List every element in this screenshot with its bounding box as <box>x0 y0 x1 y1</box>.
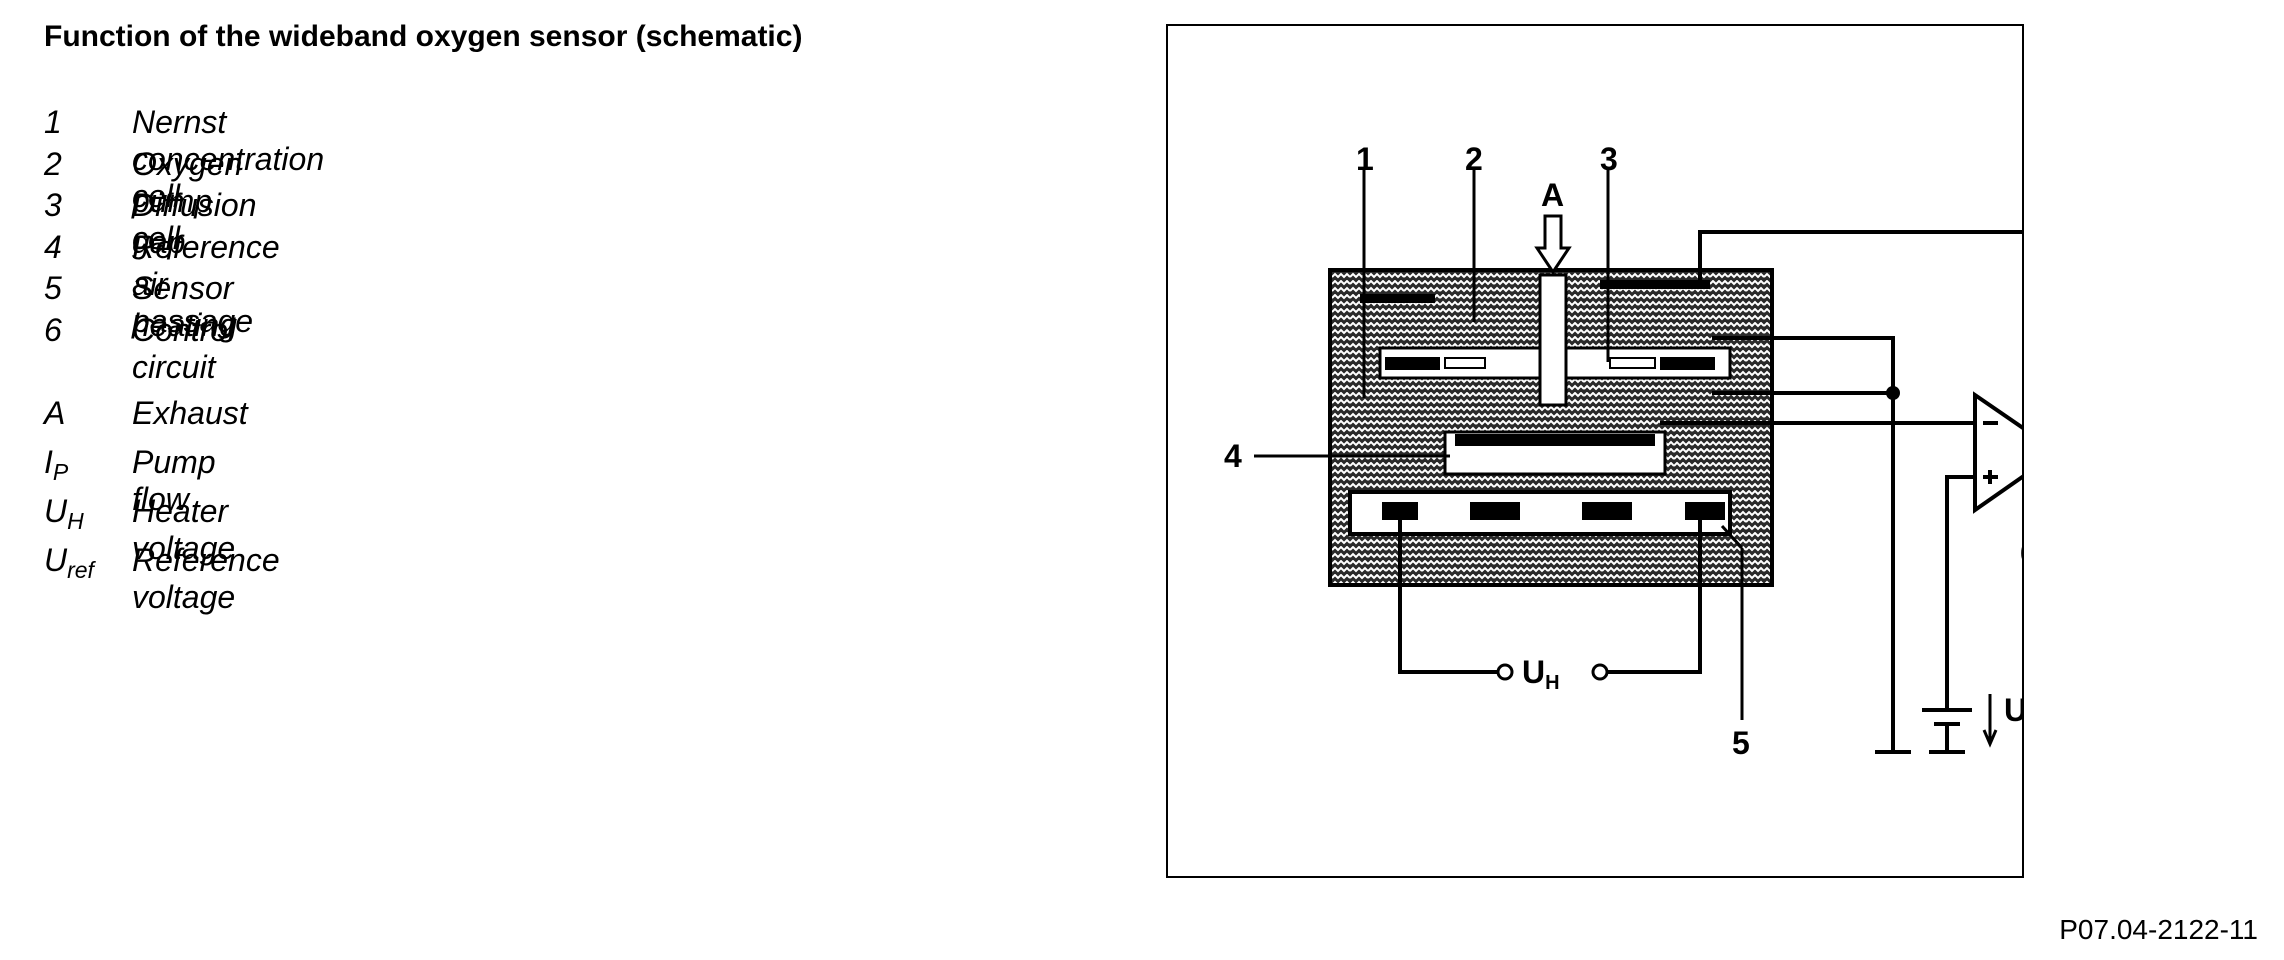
legend-text: Sensor heating <box>132 270 237 343</box>
op-amp <box>1973 391 2062 514</box>
pump-wire <box>1698 230 2104 282</box>
legend-key: 2 <box>44 145 62 182</box>
legend-text: Diffusion gap <box>132 187 257 260</box>
legend-text: Pump flow <box>132 444 216 517</box>
heater-element <box>1685 502 1725 520</box>
sensor-schematic: 1 2 3 4 5 6 A UH IP Uref <box>1224 141 2203 761</box>
heater-element <box>1382 502 1418 520</box>
page-title: Function of the wideband oxygen sensor (… <box>44 20 803 53</box>
reference-voltage-label: Uref <box>2004 692 2022 732</box>
callout-5: 5 <box>1732 725 1750 761</box>
legend-key: 1 <box>44 104 62 140</box>
nernst-wire <box>1712 336 1895 750</box>
nernst-electrode <box>1660 357 1715 370</box>
callout-1: 1 <box>1356 141 1374 177</box>
junction-dot <box>1886 386 1900 400</box>
heater-terminal <box>1591 663 1609 681</box>
nernst-electrode <box>1385 357 1440 370</box>
legend-key: 4 <box>44 228 62 265</box>
voltage-arrow <box>1982 694 1998 748</box>
legend-text: Exhaust <box>132 395 248 431</box>
exhaust-label: A <box>1541 177 1564 213</box>
reference-wire <box>1945 475 1975 708</box>
reference-electrode <box>1455 434 1655 446</box>
legend-key: 5 <box>44 270 62 306</box>
pump-electrode <box>1360 294 1435 303</box>
legend-key: 3 <box>44 187 62 223</box>
legend-symbol-key: A <box>44 395 66 431</box>
callout-3: 3 <box>1600 141 1618 177</box>
exhaust-arrow <box>1534 214 1572 275</box>
legend-text: Reference voltage <box>132 542 280 615</box>
pump-electrode <box>1600 280 1710 289</box>
legend-text: Heater voltage <box>132 493 236 566</box>
heater-wire <box>1607 520 1702 674</box>
legend-key: 6 <box>44 311 62 348</box>
heater-element <box>1470 502 1520 520</box>
legend-text: Control circuit <box>132 311 236 385</box>
electrode-inner <box>1444 357 1486 369</box>
callout-6: 6 <box>2020 535 2022 571</box>
legend-text: Nernst concentration cell <box>132 104 325 214</box>
heater-wire <box>1398 520 1498 674</box>
legend-symbol-key: IP <box>44 444 69 485</box>
callout-2: 2 <box>1465 141 1483 177</box>
electrode-inner <box>1609 357 1656 369</box>
heater-terminal <box>1496 663 1514 681</box>
exhaust-channel <box>1538 273 1568 407</box>
legend-text: Oxygen pump cell <box>132 145 243 256</box>
figure-code: P07.04-2122-11 <box>2059 914 2258 945</box>
legend-symbol-key: Uref <box>44 542 94 583</box>
legend-text: Reference air passage <box>132 228 280 339</box>
heater-voltage-label: UH <box>1522 654 1560 694</box>
legend-symbol-key: UH <box>44 493 84 534</box>
diagram-frame: 1 2 3 4 5 6 A UH IP Uref <box>1166 24 2203 878</box>
callout-leader <box>1720 524 1744 550</box>
callout-4: 4 <box>1224 438 1242 474</box>
heater-element <box>1582 502 1632 520</box>
